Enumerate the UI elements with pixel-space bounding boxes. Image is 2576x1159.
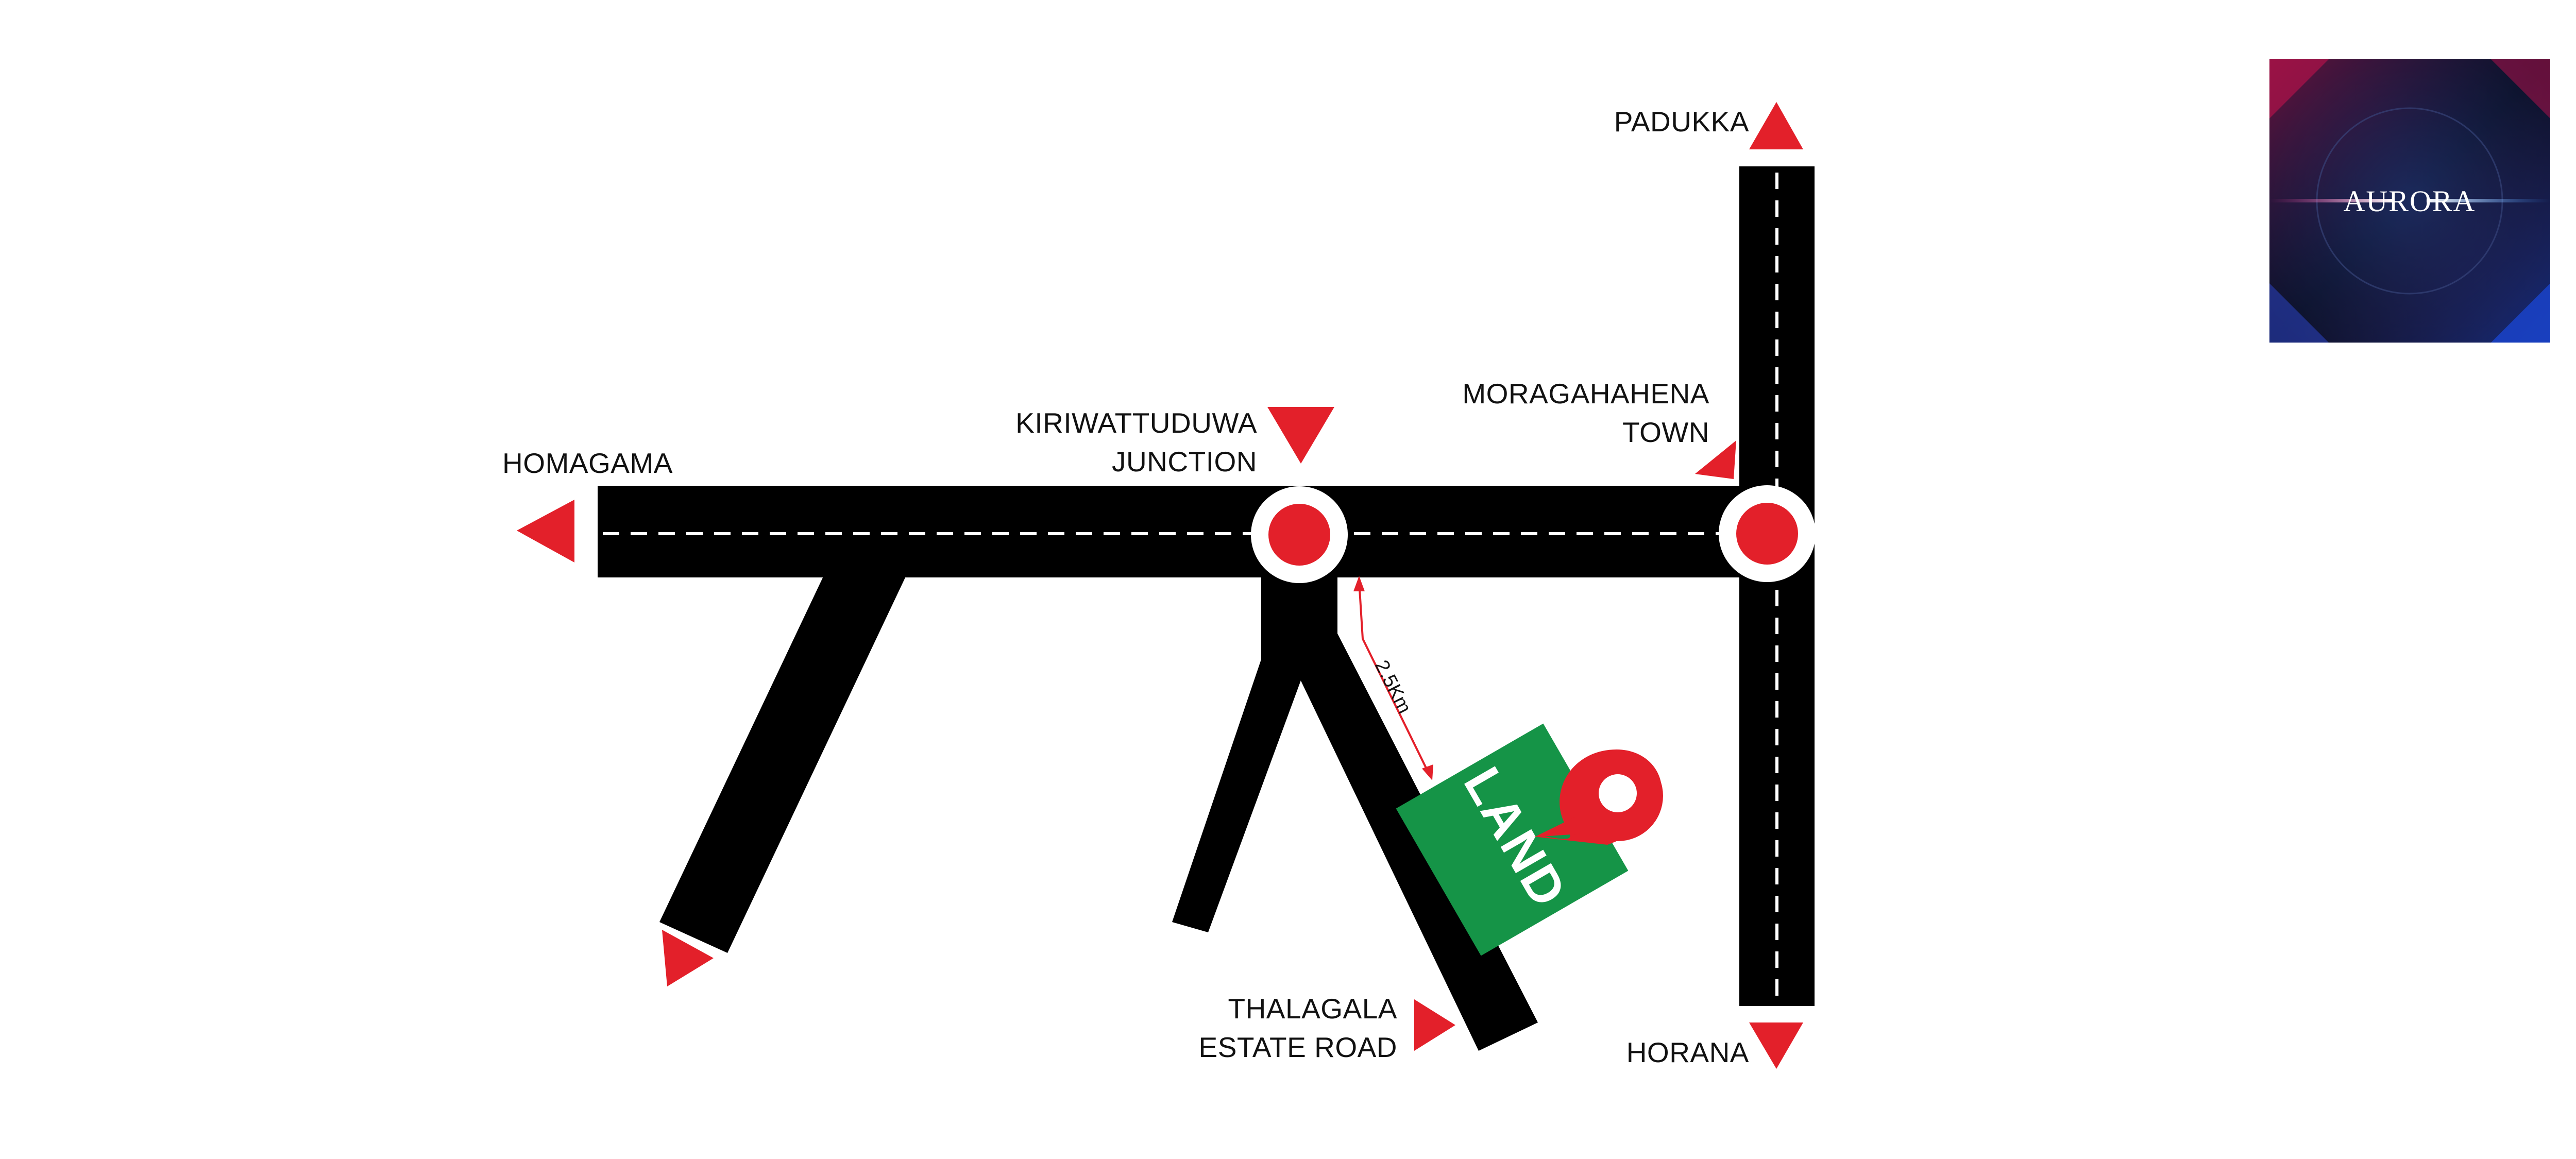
location-pin-icon xyxy=(1534,749,1663,845)
homagama-branch-road xyxy=(659,574,907,953)
direction-arrow-icon xyxy=(517,500,574,563)
arrow-head-bottom xyxy=(1422,764,1433,780)
arrow-head-top xyxy=(1353,576,1365,591)
direction-arrow-icon xyxy=(1267,407,1334,464)
direction-arrow-icon xyxy=(1749,1022,1803,1069)
main-road-homagama-moragahahena xyxy=(598,486,1783,577)
distance-line xyxy=(1358,581,1431,776)
direction-arrow-icon xyxy=(1749,102,1803,149)
label-homagama: HOMAGAMA xyxy=(502,447,673,479)
place-labels: PADUKKA HOMAGAMA KIRIWATTUDUWA JUNCTION … xyxy=(502,106,1749,1068)
left-branch-road xyxy=(1172,659,1309,932)
aurora-logo: AURORA xyxy=(2269,59,2550,343)
label-horana: HORANA xyxy=(1626,1036,1749,1068)
label-moragahahena-line1: MORAGAHAHENA xyxy=(1462,378,1709,410)
roundabout-kiriwattuduwa xyxy=(1251,486,1348,583)
padukka-horana-road xyxy=(1739,166,1815,1006)
label-moragahahena-line2: TOWN xyxy=(1622,416,1709,448)
label-padukka: PADUKKA xyxy=(1614,106,1749,138)
roundabout-center xyxy=(1736,503,1798,565)
label-kiriwattuduwa-line1: KIRIWATTUDUWA xyxy=(1015,407,1257,439)
direction-arrow-icon xyxy=(1695,440,1736,479)
distance-label: 2.5Km xyxy=(1370,657,1415,717)
lane-markings xyxy=(603,173,1778,1002)
label-thalagala-line2: ESTATE ROAD xyxy=(1199,1031,1397,1063)
direction-arrow-icon xyxy=(662,930,714,986)
roads xyxy=(598,166,1815,1051)
direction-arrow-icon xyxy=(1414,999,1455,1051)
roundabout-center xyxy=(1268,504,1330,566)
roundabout-moragahahena xyxy=(1719,485,1816,582)
label-thalagala-line1: THALAGALA xyxy=(1228,993,1397,1025)
label-kiriwattuduwa-line2: JUNCTION xyxy=(1112,446,1257,478)
direction-arrows xyxy=(517,102,1803,1069)
logo-text: AURORA xyxy=(2344,184,2476,218)
